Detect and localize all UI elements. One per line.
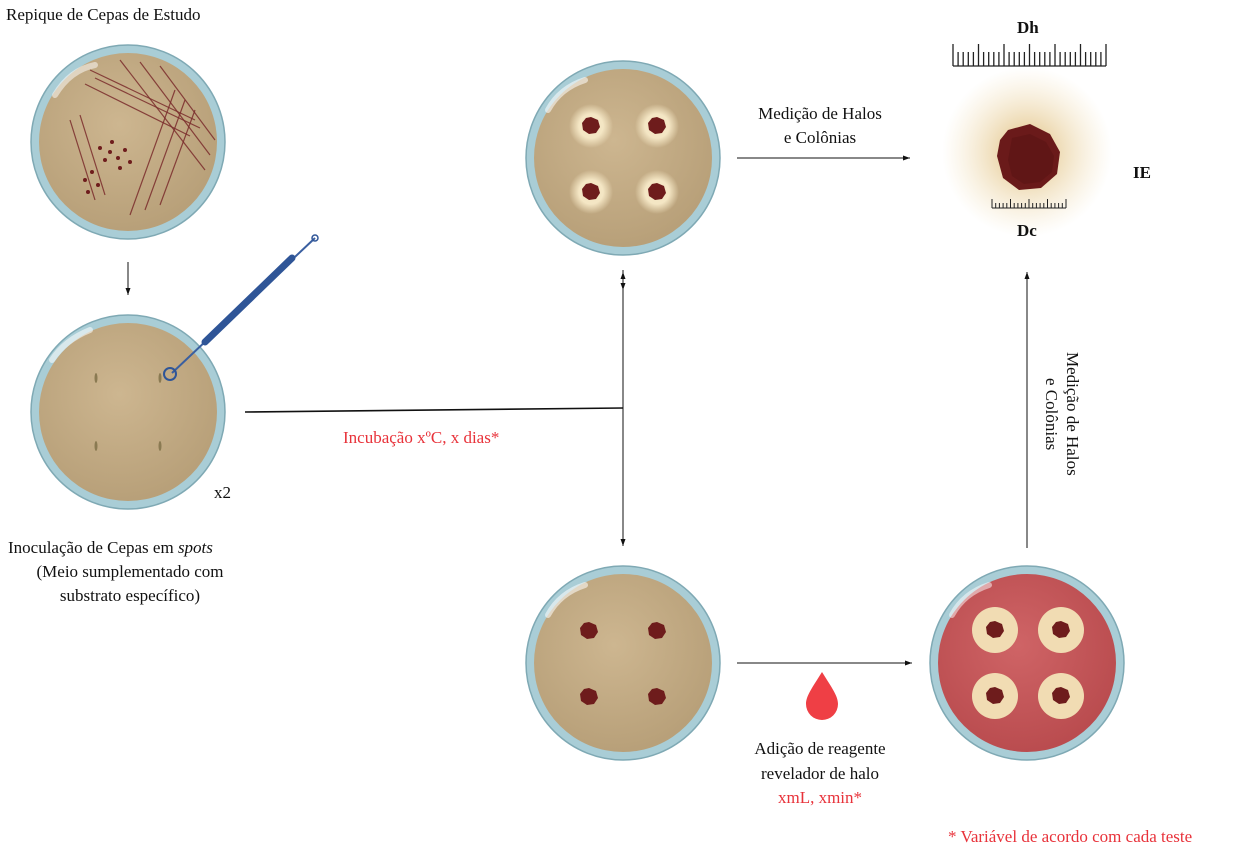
label-incubacao: Incubação xºC, x dias* — [343, 427, 499, 449]
label-adicao-2: revelador de halo — [735, 763, 905, 785]
petri-dish-colonies — [526, 566, 720, 760]
ruler-icon — [953, 44, 1106, 66]
petri-dish-halos — [526, 61, 720, 255]
label-medicao-vert-1: Medição de Halos — [1061, 334, 1083, 494]
label-adicao-1: Adição de reagente — [735, 738, 905, 760]
label-medicao-1: Medição de Halos — [735, 103, 905, 125]
label-meio-1: (Meio sumplementado com — [15, 561, 245, 583]
incubation-connector — [245, 270, 623, 546]
footnote: * Variável de acordo com cada teste — [948, 826, 1192, 848]
label-dc: Dc — [1017, 220, 1037, 242]
label-ie: IE — [1133, 162, 1151, 184]
inoculation-loop-icon — [164, 235, 318, 380]
petri-dish-reagent — [930, 566, 1124, 760]
petri-dish-streak — [31, 45, 225, 239]
label-repique: Repique de Cepas de Estudo — [6, 4, 201, 26]
label-medicao-2: e Colônias — [735, 127, 905, 149]
label-meio-2: substrato específico) — [15, 585, 245, 607]
label-x2: x2 — [214, 482, 231, 504]
label-medicao-vert-2: e Colônias — [1040, 334, 1062, 494]
label-inoculacao: Inoculação de Cepas em spots — [8, 537, 213, 559]
reagent-drop-icon — [806, 672, 838, 720]
label-inoculacao-text: Inoculação de Cepas em — [8, 538, 178, 557]
label-dh: Dh — [1017, 17, 1039, 39]
label-inoculacao-em: spots — [178, 538, 213, 557]
petri-dish-inoculation — [31, 315, 225, 509]
label-adicao-3: xmL, xmin* — [735, 787, 905, 809]
measurement-closeup — [942, 67, 1112, 237]
